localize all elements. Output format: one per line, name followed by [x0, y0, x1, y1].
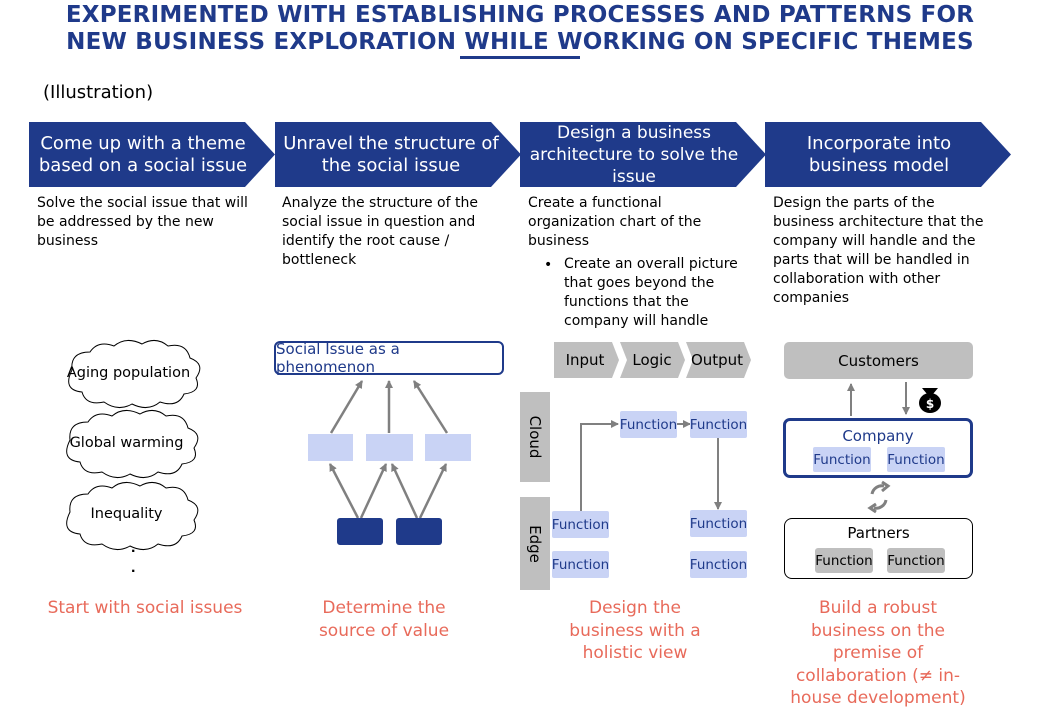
company-function-1: Function — [813, 447, 871, 472]
step-2-outcome: Determine the source of value — [318, 598, 450, 641]
step-3-description: Create a functional organization chart o… — [528, 195, 702, 249]
title-line-2: NEW BUSINESS EXPLORATION WHILE WORKING O… — [66, 29, 974, 55]
middle-node-1 — [308, 434, 353, 461]
row-cloud: Cloud — [520, 392, 550, 482]
step-4-outcome: Build a robust business on the premise o… — [790, 598, 966, 708]
root-cause-node-2 — [396, 518, 442, 545]
illustration-label: (Illustration) — [43, 82, 154, 103]
step-2-header: Unravel the structure of the social issu… — [283, 132, 499, 176]
column-logic: Logic — [632, 351, 672, 369]
cloud-aging-population — [68, 340, 201, 408]
step-2-chevron: Unravel the structure of the social issu… — [275, 122, 521, 187]
structure-arrows — [328, 380, 449, 519]
business-model-arrows — [847, 382, 910, 416]
middle-node-3 — [425, 434, 471, 461]
step-1-header: Come up with a theme based on a social i… — [38, 132, 248, 176]
ellipsis-dot-2: · — [131, 563, 137, 580]
company-function-2: Function — [887, 447, 945, 472]
step-3-bullet: Create an overall picture that goes beyo… — [564, 256, 738, 329]
step-4-chevron: Incorporate into business model — [765, 122, 1011, 187]
step-1-outcome: Start with social issues — [47, 598, 243, 618]
money-bag-icon: $ — [919, 388, 941, 413]
row-cloud-label: Cloud — [526, 415, 544, 459]
partner-function-2: Function — [887, 548, 945, 573]
step-1-chevron: Come up with a theme based on a social i… — [29, 122, 275, 187]
issue-inequality: Inequality — [90, 506, 163, 522]
function-edge-input-2: Function — [552, 551, 609, 578]
cloud-inequality — [66, 482, 199, 550]
function-edge-output-2: Function — [690, 551, 747, 578]
function-cloud-logic: Function — [620, 411, 677, 438]
step-3-chevron: Design a business architecture to solve … — [520, 122, 766, 187]
company-box: Company — [783, 418, 973, 478]
middle-node-2 — [366, 434, 413, 461]
column-input: Input — [565, 351, 605, 369]
ellipsis-dot-1: · — [131, 543, 137, 560]
title-line-1: EXPERIMENTED WITH ESTABLISHING PROCESSES… — [65, 2, 975, 28]
row-edge: Edge — [520, 497, 550, 590]
function-edge-input-1: Function — [552, 511, 609, 538]
root-cause-node-1 — [337, 518, 383, 545]
partners-box: Partners — [784, 518, 973, 579]
customers-box: Customers — [784, 342, 973, 379]
column-output: Output — [690, 351, 744, 369]
social-issue-phenomenon-box: Social Issue as a phenomenon — [274, 340, 504, 376]
title-underline — [460, 56, 580, 59]
issue-global-warming: Global warming — [69, 435, 184, 451]
step-3-outcome: Design the business with a holistic view — [569, 598, 701, 663]
function-cloud-output: Function — [690, 411, 747, 438]
step-4-description: Design the parts of the business archite… — [773, 195, 984, 306]
step-4-header: Incorporate into business model — [806, 132, 952, 176]
cloud-global-warming — [66, 410, 199, 478]
partner-function-1: Function — [815, 548, 873, 573]
issue-aging-population: Aging population — [66, 365, 191, 381]
company-label: Company — [842, 427, 914, 445]
row-edge-label: Edge — [526, 524, 544, 563]
step-2-description: Analyze the structure of the social issu… — [282, 195, 478, 268]
step-1-description: Solve the social issue that will be addr… — [37, 195, 248, 249]
function-edge-output-1: Function — [690, 510, 747, 537]
rotate-arrows-icon — [867, 480, 891, 514]
svg-text:$: $ — [926, 397, 934, 411]
step-3-bullet-dot: • — [544, 257, 553, 273]
step-3-header: Design a business architecture to solve … — [529, 122, 739, 187]
architecture-arrows — [580, 420, 722, 512]
partners-label: Partners — [847, 524, 910, 542]
